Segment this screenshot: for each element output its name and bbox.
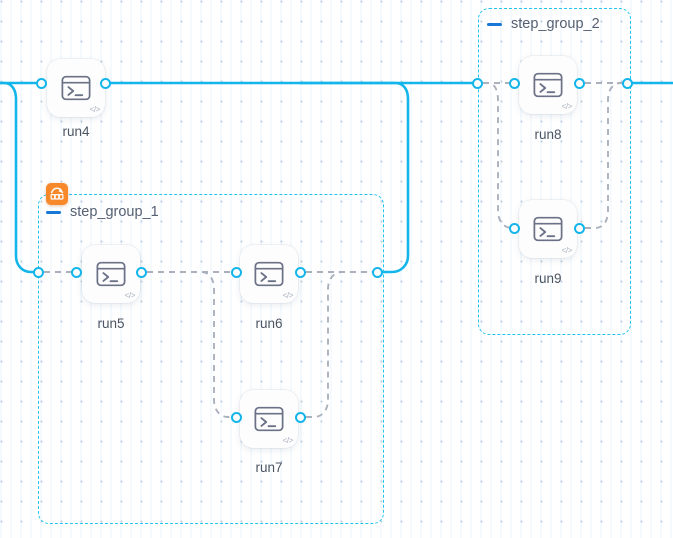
port-run9-in[interactable] [508, 222, 520, 234]
node-label-run4: run4 [62, 124, 90, 139]
node-run7[interactable]: </> [240, 390, 298, 448]
port-run8-in[interactable] [508, 77, 520, 89]
port-run8-out[interactable] [573, 77, 585, 89]
terminal-icon [254, 261, 284, 287]
port-group1-in[interactable] [32, 266, 44, 278]
edge-left-to-group1 [0, 81, 40, 274]
port-run5-in[interactable] [70, 266, 82, 278]
node-run4[interactable]: </> [47, 59, 105, 117]
group-title-step_group_1: step_group_1 [70, 204, 159, 220]
node-label-run8: run8 [534, 127, 562, 142]
group-header-step_group_2[interactable]: step_group_2 [487, 16, 600, 32]
port-run9-out[interactable] [573, 222, 585, 234]
terminal-icon [254, 406, 284, 432]
port-run4-in[interactable] [35, 77, 47, 89]
code-badge: </> [561, 246, 573, 255]
minus-icon[interactable] [46, 210, 61, 214]
code-badge: </> [282, 291, 294, 300]
code-badge: </> [89, 105, 101, 114]
port-run4-out[interactable] [99, 77, 111, 89]
node-run5[interactable]: </> [82, 245, 140, 303]
port-run7-out[interactable] [294, 411, 306, 423]
port-group2-out[interactable] [621, 77, 633, 89]
port-run5-out[interactable] [135, 266, 147, 278]
terminal-icon [533, 72, 563, 98]
group-box-step_group_1[interactable] [38, 194, 384, 524]
group-bracket-icon [46, 183, 68, 205]
port-group2-in[interactable] [471, 77, 483, 89]
code-badge: </> [282, 436, 294, 445]
port-run6-in[interactable] [230, 266, 242, 278]
minus-icon[interactable] [487, 22, 502, 26]
port-run6-out[interactable] [294, 266, 306, 278]
code-badge: </> [561, 102, 573, 111]
port-group1-out[interactable] [371, 266, 383, 278]
code-badge: </> [124, 291, 136, 300]
port-run7-in[interactable] [230, 411, 242, 423]
group-box-step_group_2[interactable] [478, 8, 631, 335]
terminal-icon [61, 75, 91, 101]
node-label-run5: run5 [97, 316, 125, 331]
node-label-run9: run9 [534, 271, 562, 286]
node-run8[interactable]: </> [519, 56, 577, 114]
node-label-run7: run7 [255, 460, 283, 475]
node-run6[interactable]: </> [240, 245, 298, 303]
node-run9[interactable]: </> [519, 200, 577, 258]
terminal-icon [96, 261, 126, 287]
node-label-run6: run6 [255, 316, 283, 331]
group-title-step_group_2: step_group_2 [511, 16, 600, 32]
group-header-step_group_1[interactable]: step_group_1 [46, 204, 159, 220]
terminal-icon [533, 216, 563, 242]
